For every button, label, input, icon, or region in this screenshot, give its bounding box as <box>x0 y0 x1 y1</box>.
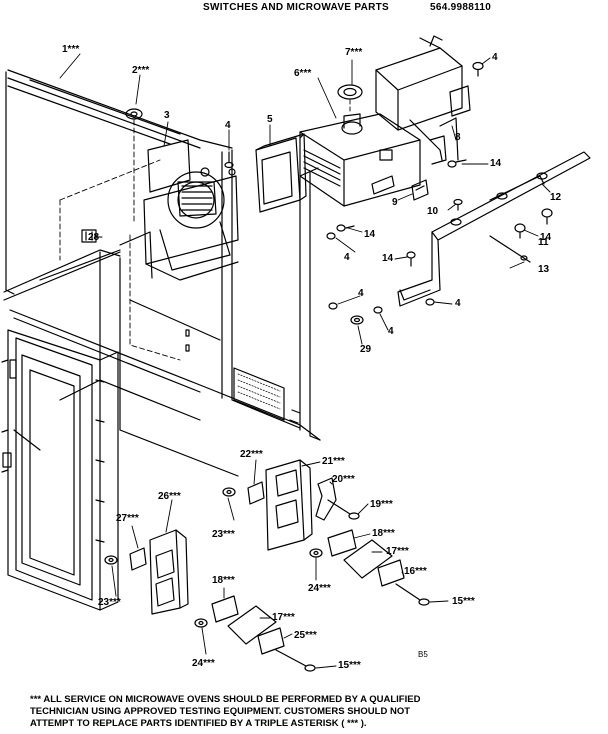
screws-part-4-middle <box>327 233 434 313</box>
callout-20: 20*** <box>332 474 355 485</box>
callout-6: 6*** <box>294 68 312 79</box>
callout-15-b: 15*** <box>338 660 361 671</box>
diagram-title: SWITCHES AND MICROWAVE PARTS <box>203 2 389 13</box>
nut-part-23-lower <box>105 556 117 564</box>
magnetron-part-6 <box>300 114 420 206</box>
callout-2: 2*** <box>132 65 150 76</box>
switch-part-18-upper <box>328 530 356 556</box>
switch-part-25 <box>258 628 284 654</box>
callout-24-b: 24*** <box>192 658 215 669</box>
switch-part-16 <box>378 560 404 586</box>
screw-part-4-top <box>473 63 483 77</box>
callout-leader-lines <box>60 54 550 668</box>
callout-4-e: 4 <box>455 298 461 309</box>
page-code: B5 <box>418 650 428 659</box>
callout-18-b: 18*** <box>212 575 235 586</box>
callout-16: 16*** <box>404 566 427 577</box>
bracket-part-8 <box>430 86 470 164</box>
nut-part-29 <box>351 316 363 324</box>
callout-23-a: 23*** <box>212 529 235 540</box>
screw-part-19 <box>328 500 359 519</box>
switch-part-18-lower <box>212 596 238 622</box>
front-frame-drawing <box>2 330 118 610</box>
callout-22: 22*** <box>240 449 263 460</box>
callout-21: 21*** <box>322 456 345 467</box>
connector-part-28 <box>82 230 96 242</box>
callout-1: 1*** <box>62 44 80 55</box>
callout-3: 3 <box>164 110 170 121</box>
latch-bracket-part-12 <box>398 152 590 306</box>
screws-part-14 <box>337 160 552 266</box>
screw-part-15-upper <box>396 584 429 605</box>
callout-29: 29 <box>360 344 372 355</box>
fan-motor-assembly-drawing <box>120 140 238 280</box>
callout-14-c: 14 <box>540 232 552 243</box>
lever-part-22 <box>248 482 264 504</box>
callout-9: 9 <box>392 197 398 208</box>
callout-18-a: 18*** <box>372 528 395 539</box>
callout-27: 27*** <box>116 513 139 524</box>
callout-14-a: 14 <box>490 158 502 169</box>
rod-part-13 <box>490 236 530 262</box>
callout-4-c: 4 <box>344 252 350 263</box>
callout-17-b: 17*** <box>272 612 295 623</box>
nut-part-23-upper <box>223 488 235 496</box>
callout-12: 12 <box>550 192 562 203</box>
screw-part-15-lower <box>276 650 315 671</box>
nut-part-24-lower <box>195 619 207 627</box>
screw-part-4 <box>225 152 233 168</box>
callout-4-top-right: 4 <box>492 52 498 63</box>
callout-7: 7*** <box>345 47 363 58</box>
nut-part-2 <box>126 109 142 224</box>
air-duct-part-5 <box>256 134 306 212</box>
high-voltage-capacitor-drawing <box>376 36 462 160</box>
insulator-part-17-lower <box>228 606 276 644</box>
callout-23-b: 23*** <box>98 597 121 608</box>
callout-13: 13 <box>538 264 550 275</box>
model-number: 564.9988110 <box>430 2 492 13</box>
callout-5: 5 <box>267 114 273 125</box>
callout-28: 28 <box>88 232 100 243</box>
callout-25: 25*** <box>294 630 317 641</box>
pin-part-11 <box>515 224 525 238</box>
screw-part-10 <box>454 200 462 211</box>
nut-part-24-upper <box>310 549 322 557</box>
callout-10: 10 <box>427 206 439 217</box>
callout-19: 19*** <box>370 499 393 510</box>
callout-4-f: 4 <box>388 326 394 337</box>
callout-8: 8 <box>455 132 461 143</box>
callout-14-d: 14 <box>382 253 394 264</box>
callout-26: 26*** <box>158 491 181 502</box>
callout-4: 4 <box>225 120 231 131</box>
callout-24-a: 24*** <box>308 583 331 594</box>
callout-11: 11 <box>538 237 549 248</box>
callout-4-d: 4 <box>358 288 364 299</box>
gasket-part-7 <box>338 85 362 112</box>
callout-15-a: 15*** <box>452 596 475 607</box>
service-warning-note: *** ALL SERVICE ON MICROWAVE OVENS SHOUL… <box>30 694 421 729</box>
lower-switch-holder-part-26 <box>150 530 188 614</box>
upper-switch-holder-part-21 <box>266 460 312 550</box>
oven-cavity-drawing <box>4 70 320 476</box>
switch-part-9 <box>412 180 428 200</box>
callout-17-a: 17*** <box>386 546 409 557</box>
lever-part-27 <box>130 548 146 570</box>
insulator-part-17-upper <box>344 540 392 578</box>
callout-14-b: 14 <box>364 229 376 240</box>
lever-part-20 <box>316 478 336 520</box>
